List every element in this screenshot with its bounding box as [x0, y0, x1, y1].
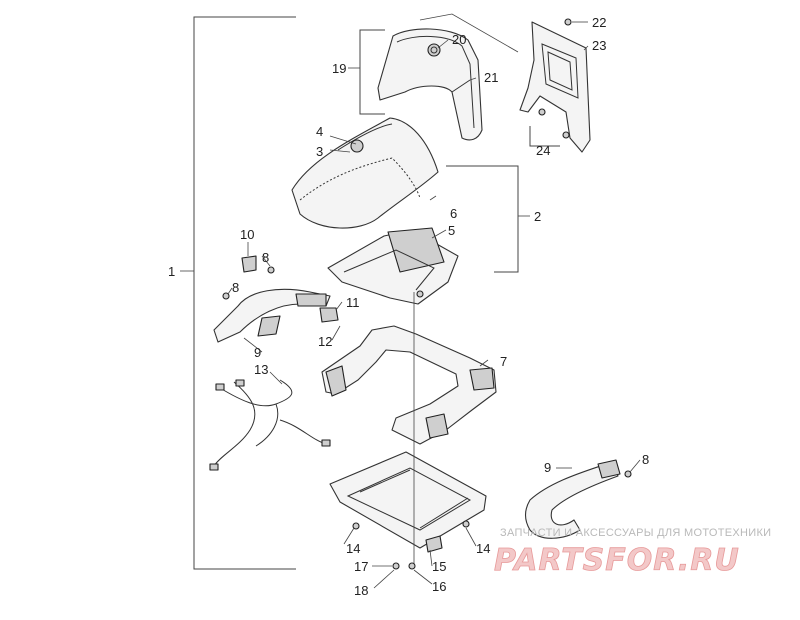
leader-backrest-to-plate	[419, 13, 519, 53]
callout-8-upper: 8	[262, 250, 269, 265]
callout-12: 12	[318, 334, 332, 349]
callout-9-right: 9	[544, 460, 551, 475]
watermark: ЗАПЧАСТИ И АКСЕССУАРЫ ДЛЯ МОТОТЕХНИКИ PA…	[494, 527, 771, 578]
grab-handle-left	[213, 288, 331, 343]
callout-15: 15	[432, 559, 446, 574]
callout-2: 2	[534, 209, 541, 224]
callout-16: 16	[432, 579, 446, 594]
callout-23: 23	[592, 38, 606, 53]
watermark-brand: PARTSFOR.RU	[494, 543, 740, 578]
backrest-mount-plate	[519, 18, 591, 153]
seat-base-part	[327, 227, 459, 305]
callout-6: 6	[450, 206, 457, 221]
leader-lines	[227, 21, 641, 589]
fastener-18	[392, 562, 400, 570]
callout-22: 22	[592, 15, 606, 30]
callout-14-left: 14	[346, 541, 360, 556]
main-frame-part	[321, 325, 497, 445]
callout-7: 7	[500, 354, 507, 369]
leader-item-6	[429, 195, 437, 201]
callout-8-left: 8	[232, 280, 239, 295]
grab-handle-right	[524, 459, 632, 539]
callout-10: 10	[240, 227, 254, 242]
callout-11: 11	[346, 295, 360, 310]
bolt-8	[267, 266, 275, 274]
fastener-16	[408, 562, 416, 570]
bracket-item-1	[180, 16, 296, 570]
watermark-tagline: ЗАПЧАСТИ И АКСЕССУАРЫ ДЛЯ МОТОТЕХНИКИ	[500, 527, 771, 539]
bracket-item-24	[529, 126, 560, 147]
callout-4: 4	[316, 124, 323, 139]
callout-17: 17	[354, 559, 368, 574]
callout-9-left: 9	[254, 345, 261, 360]
callout-24: 24	[536, 143, 550, 158]
callout-3: 3	[316, 144, 323, 159]
seat-cushion-part	[291, 117, 439, 229]
callout-13: 13	[254, 362, 268, 377]
callout-labels: 1 2 3 4 5 6 7 8 8 8 9 9 10 11 12 13 14 1…	[168, 15, 649, 598]
bolt-8b	[222, 292, 230, 300]
bracket-part-10	[241, 255, 257, 273]
callout-5: 5	[448, 223, 455, 238]
bracket-part-11	[319, 307, 339, 323]
wiring-harness-part	[209, 379, 331, 471]
callout-14-right: 14	[476, 541, 490, 556]
callout-19: 19	[332, 61, 346, 76]
bracket-item-19	[348, 29, 385, 115]
backrest-part	[377, 28, 483, 141]
callout-20: 20	[452, 32, 466, 47]
callout-1: 1	[168, 264, 175, 279]
callout-21: 21	[484, 70, 498, 85]
bracket-item-2	[446, 165, 530, 273]
rail-frame-part	[329, 451, 487, 553]
callout-18: 18	[354, 583, 368, 598]
callout-8-right: 8	[642, 452, 649, 467]
